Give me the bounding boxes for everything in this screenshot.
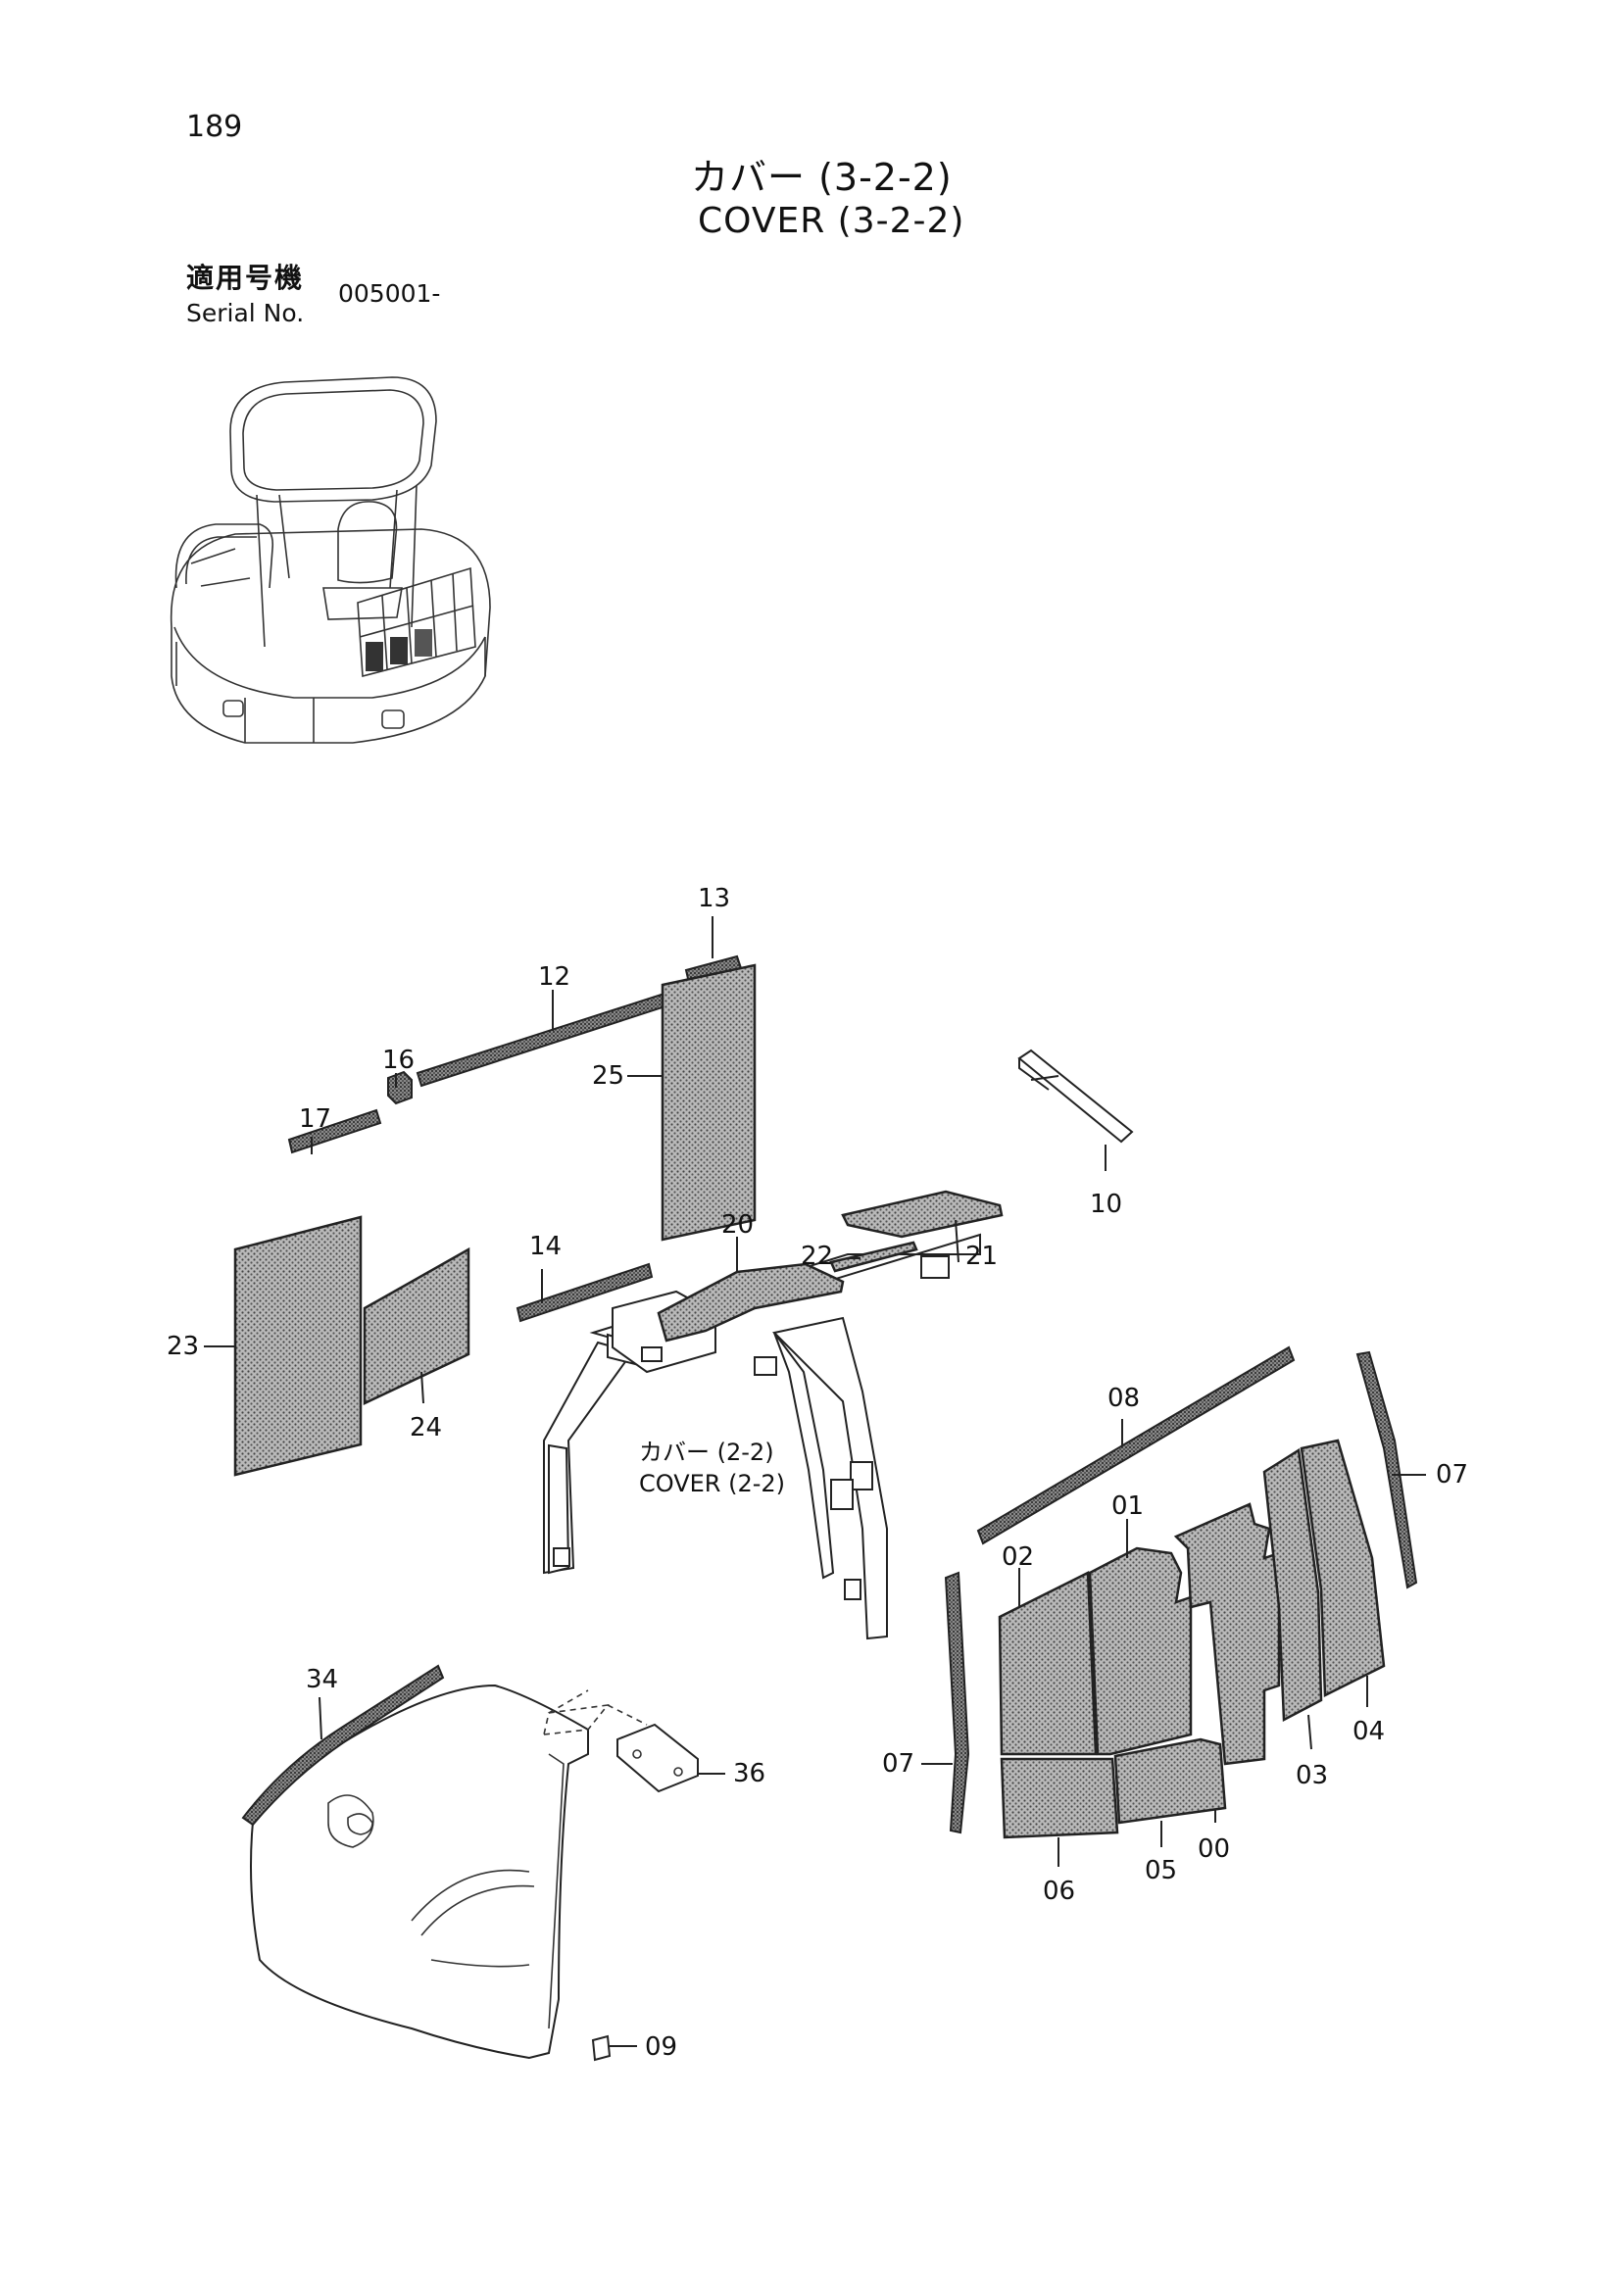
serial-number-value: 005001- bbox=[338, 279, 441, 308]
part-01-rear-panel: 01 bbox=[1088, 1491, 1193, 1756]
callout-01: 01 bbox=[1111, 1491, 1144, 1521]
part-34-edge-strip: 34 bbox=[241, 1664, 445, 1827]
part-13-seal-strip: 13 bbox=[684, 884, 743, 985]
page-title-english: COVER (3-2-2) bbox=[698, 201, 965, 241]
page-title-japanese: カバー (3-2-2) bbox=[691, 156, 953, 199]
callout-24: 24 bbox=[410, 1413, 442, 1442]
callout-34: 34 bbox=[306, 1665, 338, 1694]
part-08-long-seal-strip: 08 bbox=[976, 1345, 1296, 1545]
callout-17: 17 bbox=[299, 1104, 331, 1134]
callout-20: 20 bbox=[721, 1210, 754, 1240]
callout-13: 13 bbox=[698, 884, 730, 913]
part-36-mount-block: 36 bbox=[616, 1723, 765, 1793]
part-10-bracket: 10 bbox=[1017, 1049, 1134, 1219]
callout-07-lower: 07 bbox=[882, 1749, 914, 1779]
callout-06: 06 bbox=[1043, 1877, 1075, 1906]
part-17-seal-strip: 17 bbox=[287, 1104, 382, 1154]
part-14-seal-strip: 14 bbox=[516, 1232, 654, 1323]
callout-21: 21 bbox=[965, 1242, 998, 1271]
callout-23: 23 bbox=[167, 1332, 199, 1361]
reference-note-english: COVER (2-2) bbox=[639, 1470, 785, 1497]
callout-36: 36 bbox=[733, 1759, 765, 1788]
part-20-floor-mat: 20 bbox=[657, 1210, 845, 1343]
part-06-rear-panel: 06 bbox=[1000, 1757, 1119, 1906]
part-24-lower-panel: 24 bbox=[363, 1246, 470, 1442]
page-number: 189 bbox=[186, 110, 243, 144]
callout-22: 22 bbox=[801, 1242, 833, 1271]
part-07-left-strip: 07 bbox=[882, 1571, 970, 1834]
part-05-rear-panel: 05 bbox=[1113, 1737, 1227, 1885]
callout-03: 03 bbox=[1296, 1761, 1328, 1790]
part-02-rear-panel: 02 bbox=[998, 1542, 1098, 1756]
serial-label-japanese: 適用号機 bbox=[186, 262, 305, 294]
excavator-overview-illustration bbox=[170, 376, 491, 744]
part-03-rear-panel: 03 bbox=[1262, 1447, 1328, 1790]
part-22-floor-mat: 22 bbox=[801, 1241, 918, 1273]
callout-10: 10 bbox=[1090, 1190, 1122, 1219]
callout-09: 09 bbox=[645, 2032, 677, 2062]
part-00-rear-panel: 00 bbox=[1173, 1502, 1281, 1864]
part-23-left-panel: 23 bbox=[167, 1215, 363, 1477]
callout-12: 12 bbox=[538, 962, 570, 992]
part-21-floor-mat: 21 bbox=[841, 1190, 1004, 1271]
callout-00: 00 bbox=[1198, 1834, 1230, 1864]
callout-14: 14 bbox=[529, 1232, 562, 1261]
side-cover-housing bbox=[250, 1684, 648, 2060]
callout-07-upper: 07 bbox=[1436, 1460, 1468, 1490]
callout-02: 02 bbox=[1002, 1542, 1034, 1572]
part-07-right-strip: 07 bbox=[1355, 1350, 1468, 1589]
callout-08: 08 bbox=[1107, 1384, 1140, 1413]
part-16-clip: 16 bbox=[382, 1046, 415, 1105]
callout-25: 25 bbox=[592, 1061, 624, 1091]
serial-label-english: Serial No. bbox=[186, 299, 305, 327]
callout-16: 16 bbox=[382, 1046, 415, 1075]
part-25-tall-panel: 25 bbox=[592, 963, 757, 1242]
part-09-label-plate: 09 bbox=[591, 2032, 677, 2062]
part-12-long-seal-strip: 12 bbox=[416, 962, 676, 1088]
reference-note-japanese: カバー (2-2) bbox=[639, 1439, 774, 1466]
part-04-rear-panel: 04 bbox=[1300, 1439, 1386, 1746]
callout-04: 04 bbox=[1352, 1717, 1385, 1746]
callout-05: 05 bbox=[1145, 1856, 1177, 1885]
